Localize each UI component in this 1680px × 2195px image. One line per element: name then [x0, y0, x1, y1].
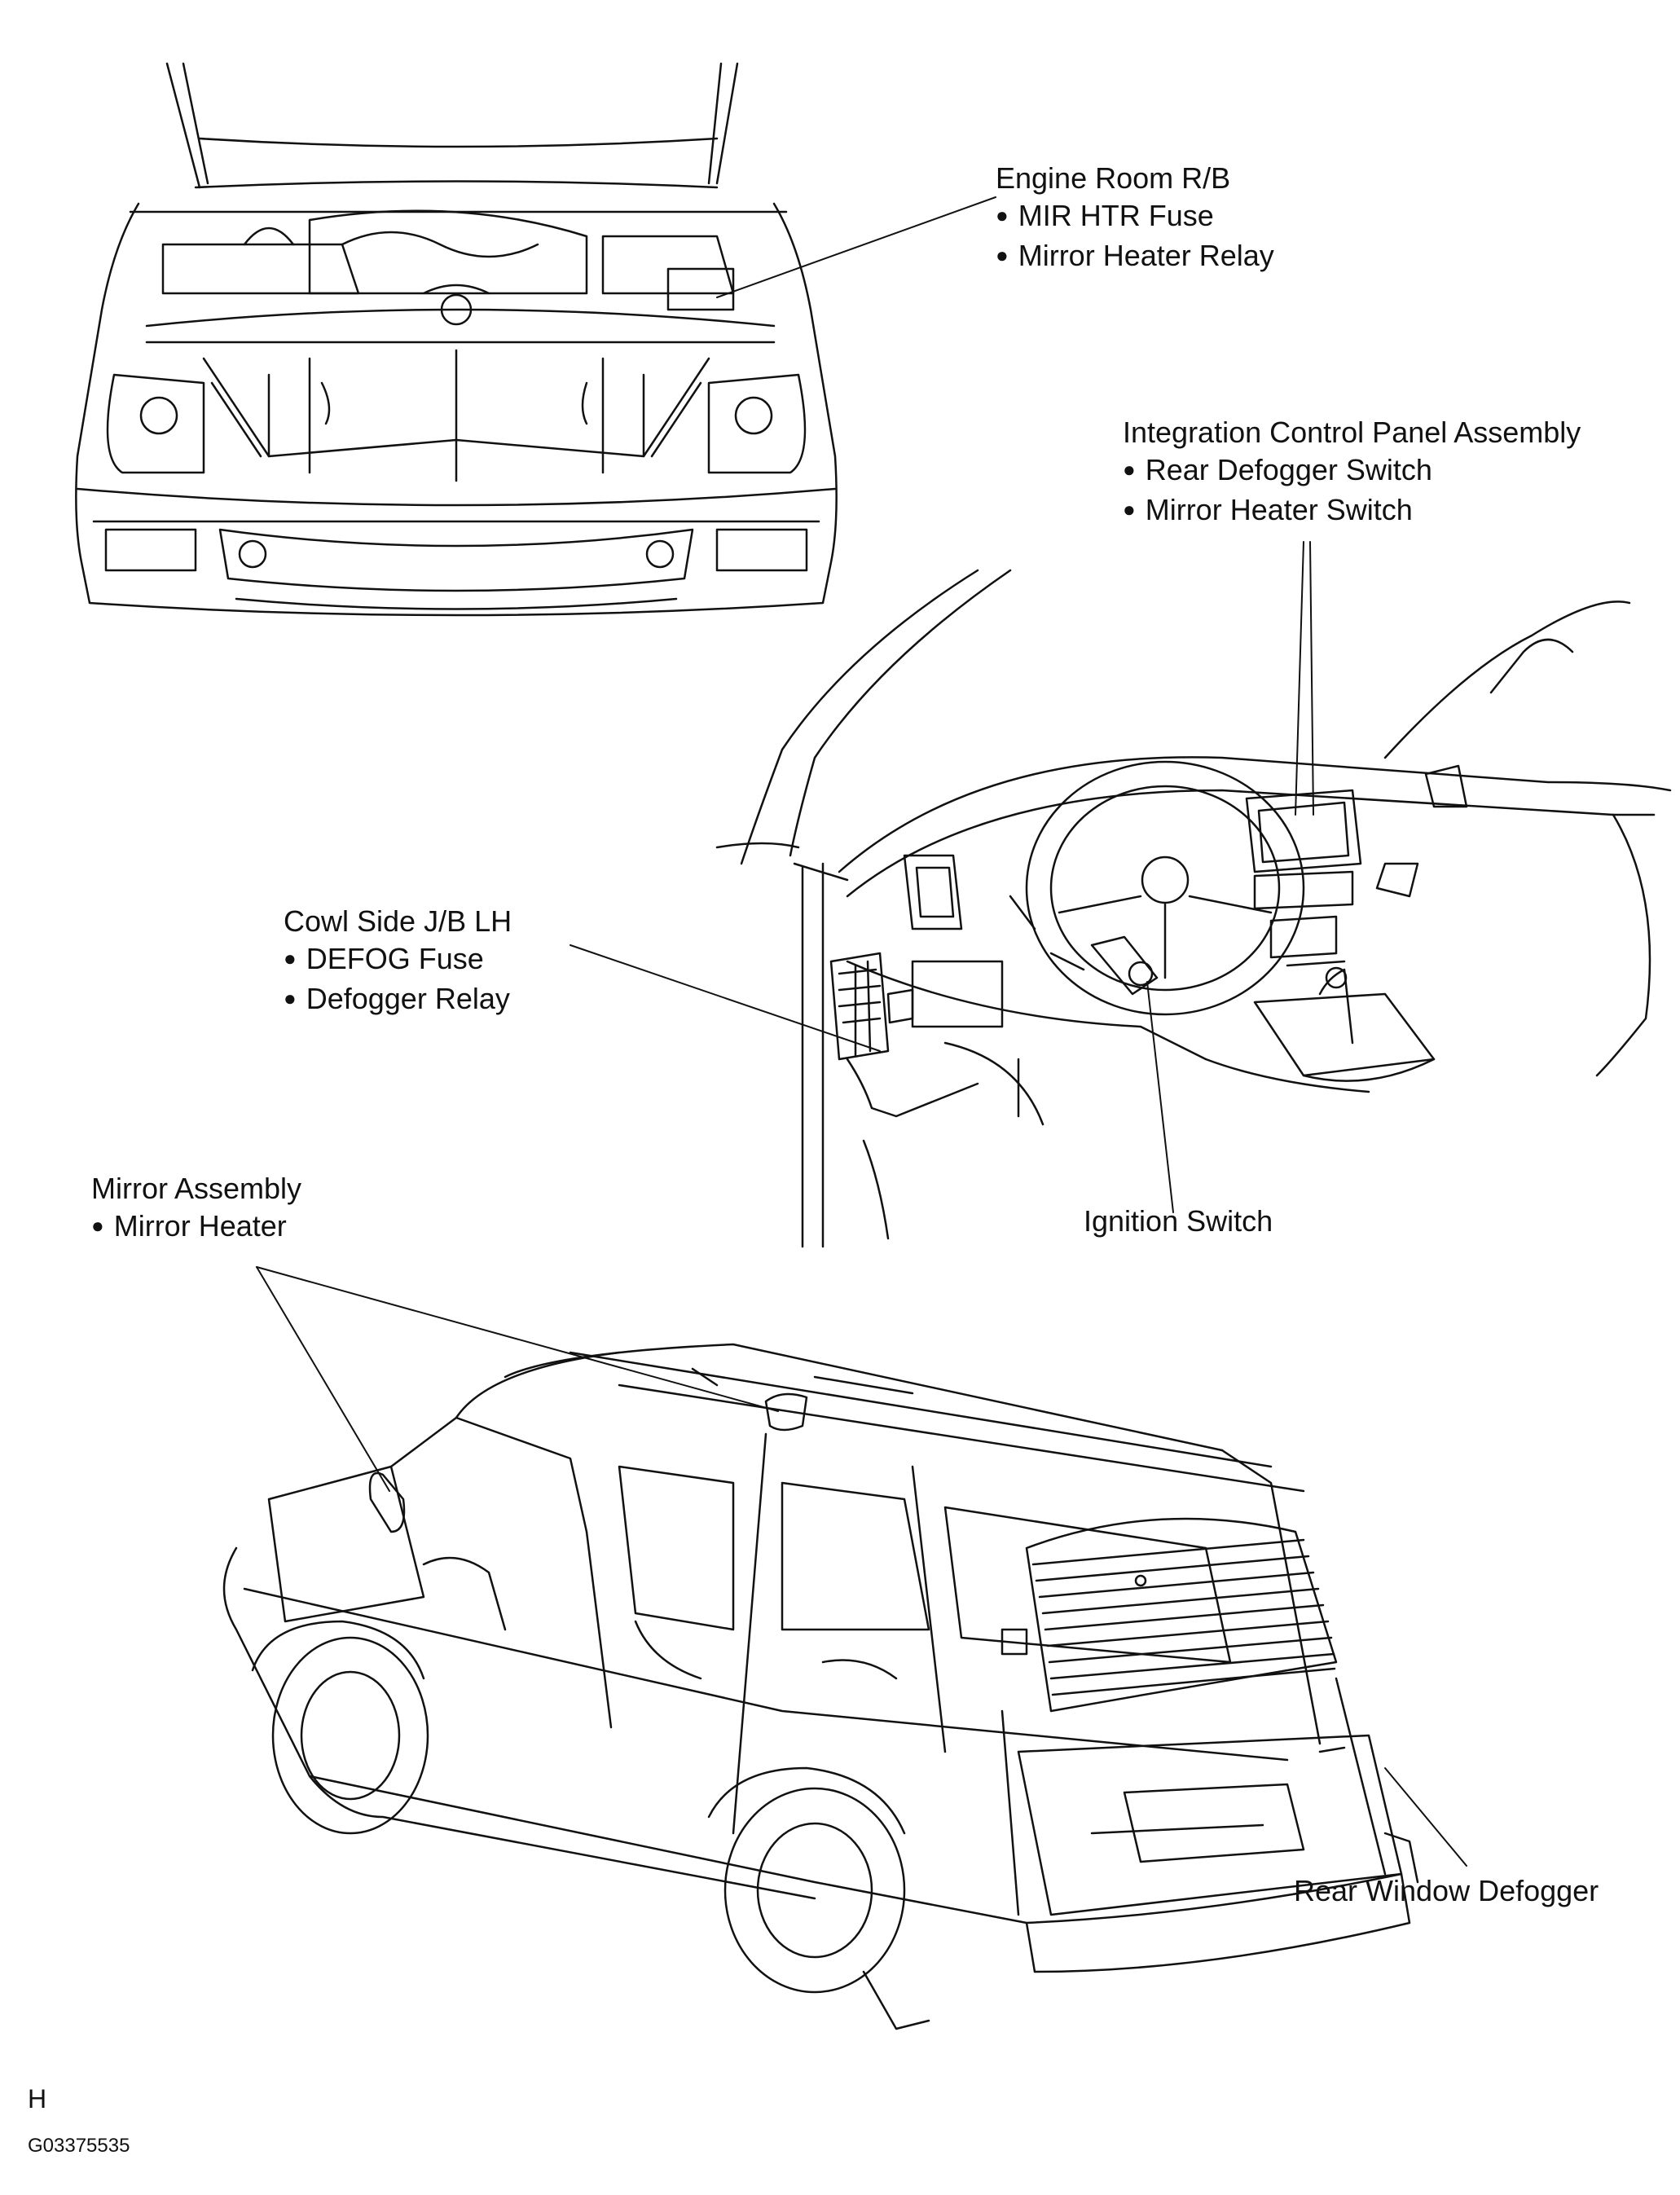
engine-room-callout: Engine Room R/B MIR HTR Fuse Mirror Heat… [996, 160, 1274, 277]
cowl-side-item-relay: Defogger Relay [284, 980, 512, 1020]
ignition-switch-label: Ignition Switch [1084, 1204, 1273, 1238]
integration-panel-item-defogger-switch: Rear Defogger Switch [1123, 451, 1581, 491]
dashboard-illustration [717, 570, 1670, 1247]
mirror-assembly-item-heater: Mirror Heater [91, 1207, 301, 1247]
integration-panel-item-mirror-switch: Mirror Heater Switch [1123, 491, 1581, 531]
rear-window-defogger-label: Rear Window Defogger [1294, 1874, 1599, 1907]
leader-lines [257, 197, 1467, 1866]
vehicle-illustration [224, 1344, 1418, 2029]
engine-room-item-relay: Mirror Heater Relay [996, 237, 1274, 277]
figure-id: G03375535 [28, 2135, 130, 2157]
integration-panel-callout: Integration Control Panel Assembly Rear … [1123, 414, 1581, 531]
view-code: H [28, 2084, 47, 2114]
engine-room-illustration [76, 64, 836, 615]
cowl-side-callout: Cowl Side J/B LH DEFOG Fuse Defogger Rel… [284, 903, 512, 1020]
cowl-side-item-fuse: DEFOG Fuse [284, 940, 512, 980]
mirror-assembly-title: Mirror Assembly [91, 1172, 302, 1205]
mirror-assembly-callout: Mirror Assembly Mirror Heater [91, 1170, 301, 1247]
engine-room-item-fuse: MIR HTR Fuse [996, 197, 1274, 237]
cowl-side-title: Cowl Side J/B LH [284, 904, 512, 938]
engine-room-title: Engine Room R/B [996, 161, 1231, 195]
integration-panel-title: Integration Control Panel Assembly [1123, 416, 1581, 449]
